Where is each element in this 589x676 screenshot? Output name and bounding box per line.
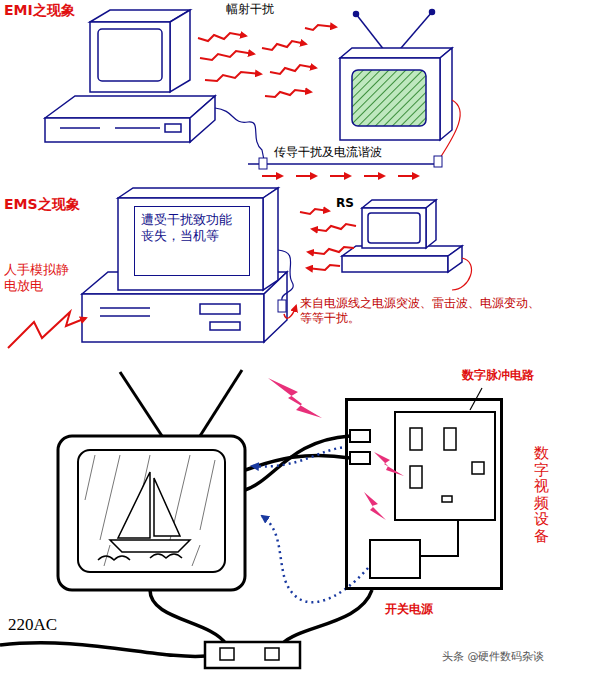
ems-computer: [82, 188, 287, 342]
emi-computer: [45, 10, 215, 142]
interference-label: 幅射干扰: [226, 2, 274, 17]
device-box: 数字视频设备: [345, 398, 503, 590]
node-text: 遭受干扰致功能丧失，当机等: [141, 212, 243, 245]
vertical-heading: 数字视频设备: [534, 445, 549, 544]
interference-label: 传导干扰及电流谐波: [274, 145, 382, 160]
section-heading: EMI之现象: [4, 2, 75, 20]
esd-note: 人手模拟静电放电: [4, 262, 80, 295]
monitor-screen: 遭受干扰致功能丧失，当机等: [134, 206, 250, 276]
part-name: 开关电源: [385, 602, 433, 617]
rs-computer: [342, 200, 462, 272]
rs-label: RS: [336, 196, 354, 211]
emi-tv: [340, 10, 452, 141]
voltage-label: 220AC: [8, 614, 57, 635]
watermark: 头条 @硬件数码杂谈: [442, 650, 545, 664]
power-note: 来自电源线之电源突波、雷击波、电源变动、等等干扰。: [300, 296, 545, 326]
section-heading: EMS之现象: [4, 196, 80, 214]
part-name: 数字脉冲电路: [462, 368, 534, 383]
